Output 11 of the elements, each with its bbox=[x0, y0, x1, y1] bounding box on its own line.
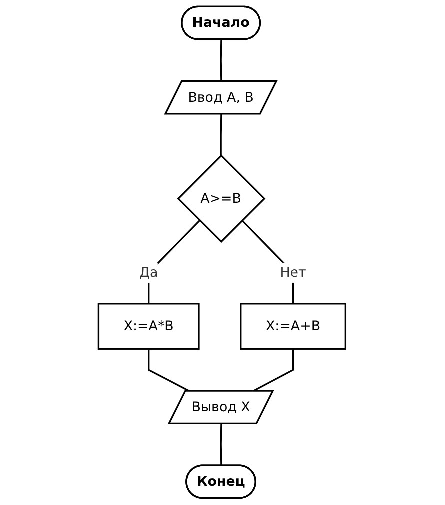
edge-label: Нет bbox=[280, 264, 307, 280]
connector bbox=[220, 40, 223, 82]
connector bbox=[220, 424, 223, 466]
connector bbox=[253, 349, 294, 392]
connector bbox=[220, 114, 223, 156]
node-diamond: A>=B bbox=[178, 154, 266, 244]
node-box: X:=A+B bbox=[240, 303, 347, 350]
connector bbox=[148, 220, 201, 304]
node-box: X:=A*B bbox=[98, 303, 200, 350]
edge-label: Да bbox=[140, 264, 158, 280]
connector bbox=[148, 349, 191, 392]
